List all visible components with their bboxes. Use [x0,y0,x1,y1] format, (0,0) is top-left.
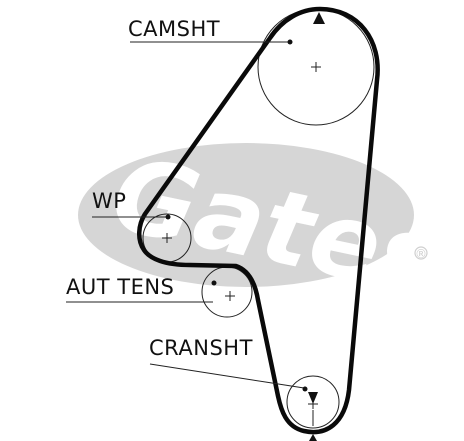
camshaft-label: CAMSHT [128,17,220,41]
triangle-marker-icon [313,12,325,24]
camshaft-point [287,39,293,45]
crosshair-icon [311,62,321,72]
crankshaft-pulley [286,375,340,429]
water-pump-label: WP [92,189,126,213]
crosshair-icon [162,233,172,243]
crank-bottom-marker [309,434,317,441]
tensioner-point [211,280,217,286]
crankshaft-point [302,386,308,392]
water-pump-point [165,214,171,220]
crankshaft-label: CRANSHT [149,336,253,360]
crosshair-icon [225,291,235,301]
crankshaft-callout: CRANSHT [149,336,308,392]
timing-belt [137,6,380,435]
crankshaft-leader [149,363,305,389]
triangle-marker-icon [308,392,318,404]
registered-mark: ® [415,247,427,261]
water-pump-callout: WP [92,189,171,220]
camshaft-callout: CAMSHT [128,17,293,45]
registered-mark-circle [414,246,428,260]
watermark-oval [78,143,414,287]
tensioner-label: AUT TENS [66,275,174,299]
tensioner-callout: AUT TENS [66,275,217,303]
